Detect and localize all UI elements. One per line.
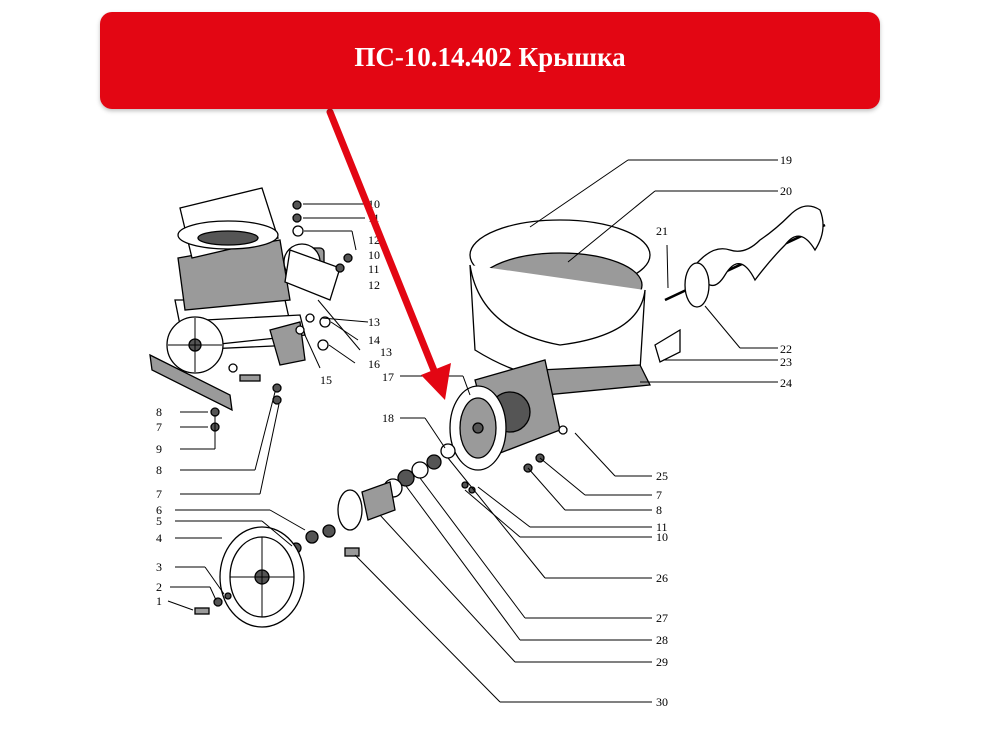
title-banner: ПС-10.14.402 Крышка [100, 12, 880, 109]
callout-8-right: 8 [656, 503, 662, 517]
callout-15: 15 [320, 373, 332, 387]
callout-26: 26 [656, 571, 668, 585]
callout-labels: 19 20 21 22 23 24 25 7 8 11 10 26 27 28 … [156, 153, 792, 709]
banner-title: ПС-10.14.402 Крышка [354, 42, 626, 72]
callout-6: 6 [156, 503, 162, 517]
pulley [194, 526, 305, 628]
callout-19: 19 [780, 153, 792, 167]
callout-3: 3 [156, 560, 162, 574]
callout-27: 27 [656, 611, 668, 625]
callout-18: 18 [382, 411, 394, 425]
callout-11-mid: 11 [368, 262, 380, 276]
callout-5: 5 [156, 514, 162, 528]
callout-8-left-a: 8 [156, 405, 162, 419]
callout-9: 9 [156, 442, 162, 456]
callout-7-left-a: 7 [156, 420, 162, 434]
shaft-parts [290, 443, 456, 557]
callout-24: 24 [780, 376, 792, 390]
callout-8-left-b: 8 [156, 463, 162, 477]
callout-4: 4 [156, 531, 162, 545]
callout-29: 29 [656, 655, 668, 669]
callout-12-mid: 12 [368, 278, 380, 292]
callout-2: 2 [156, 580, 162, 594]
callout-7-right: 7 [656, 488, 662, 502]
callout-10-right: 10 [656, 530, 668, 544]
callout-10-mid: 10 [368, 248, 380, 262]
auger [664, 205, 826, 308]
callout-16: 16 [368, 357, 380, 371]
callout-28: 28 [656, 633, 668, 647]
callout-13-upper: 13 [368, 315, 380, 329]
callout-17: 17 [382, 370, 394, 384]
callout-20: 20 [780, 184, 792, 198]
chute-and-cover [449, 359, 568, 494]
callout-14: 14 [368, 333, 380, 347]
left-fasteners [210, 200, 353, 432]
callout-22: 22 [780, 342, 792, 356]
callout-30: 30 [656, 695, 668, 709]
drum-assembly [469, 219, 681, 396]
callout-13-lower: 13 [380, 345, 392, 359]
callout-7-left-b: 7 [156, 487, 162, 501]
callout-25: 25 [656, 469, 668, 483]
highlight-arrow [326, 108, 451, 400]
callout-1: 1 [156, 594, 162, 608]
callout-23: 23 [780, 355, 792, 369]
leader-lines [167, 159, 778, 703]
callout-21: 21 [656, 224, 668, 238]
callout-11-right: 11 [656, 520, 668, 534]
hopper-assembly [149, 187, 341, 412]
